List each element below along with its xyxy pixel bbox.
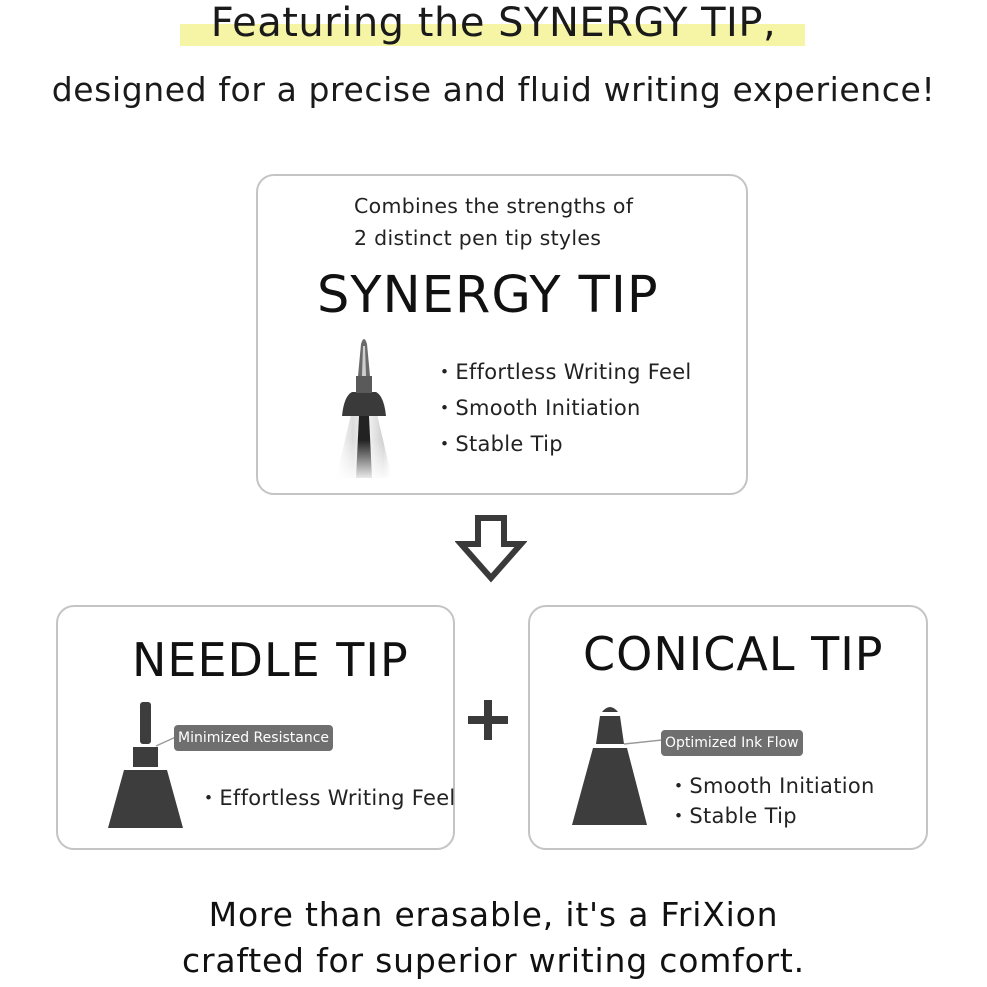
headline-highlight [180,24,805,46]
down-arrow-icon [455,515,527,583]
synergy-tip-title: SYNERGY TIP [317,266,659,325]
bullet-item: Smooth Initiation [434,390,692,426]
synergy-intro-line-2: 2 distinct pen tip styles [354,226,602,250]
footer-line-1: More than erasable, it's a FriXion [208,895,779,934]
conical-tip-icon [572,707,663,825]
bullet-item: Stable Tip [434,426,692,462]
needle-bullets: Effortless Writing Feel [198,783,456,813]
synergy-pen-tip-icon [314,339,414,478]
synergy-intro-line-1: Combines the strengths of [354,194,634,218]
bullet-item: Effortless Writing Feel [198,783,456,813]
footer-tagline: More than erasable, it's a FriXion craft… [0,892,987,984]
plus-icon [468,700,508,740]
minimized-resistance-tag: Minimized Resistance [174,725,333,751]
conical-tip-title: CONICAL TIP [583,627,884,681]
needle-tip-icon [108,702,183,828]
headline: Featuring the SYNERGY TIP, [210,0,777,46]
subheadline: designed for a precise and fluid writing… [51,70,936,109]
footer-line-2: crafted for superior writing comfort. [182,941,805,980]
synergy-bullets: Effortless Writing Feel Smooth Initiatio… [434,354,692,462]
optimized-ink-flow-tag: Optimized Ink Flow [661,730,803,756]
bullet-item: Stable Tip [668,801,875,831]
synergy-intro: Combines the strengths of 2 distinct pen… [354,190,633,254]
bullet-item: Effortless Writing Feel [434,354,692,390]
needle-tip-title: NEEDLE TIP [132,633,409,687]
conical-bullets: Smooth Initiation Stable Tip [668,771,875,831]
bullet-item: Smooth Initiation [668,771,875,801]
